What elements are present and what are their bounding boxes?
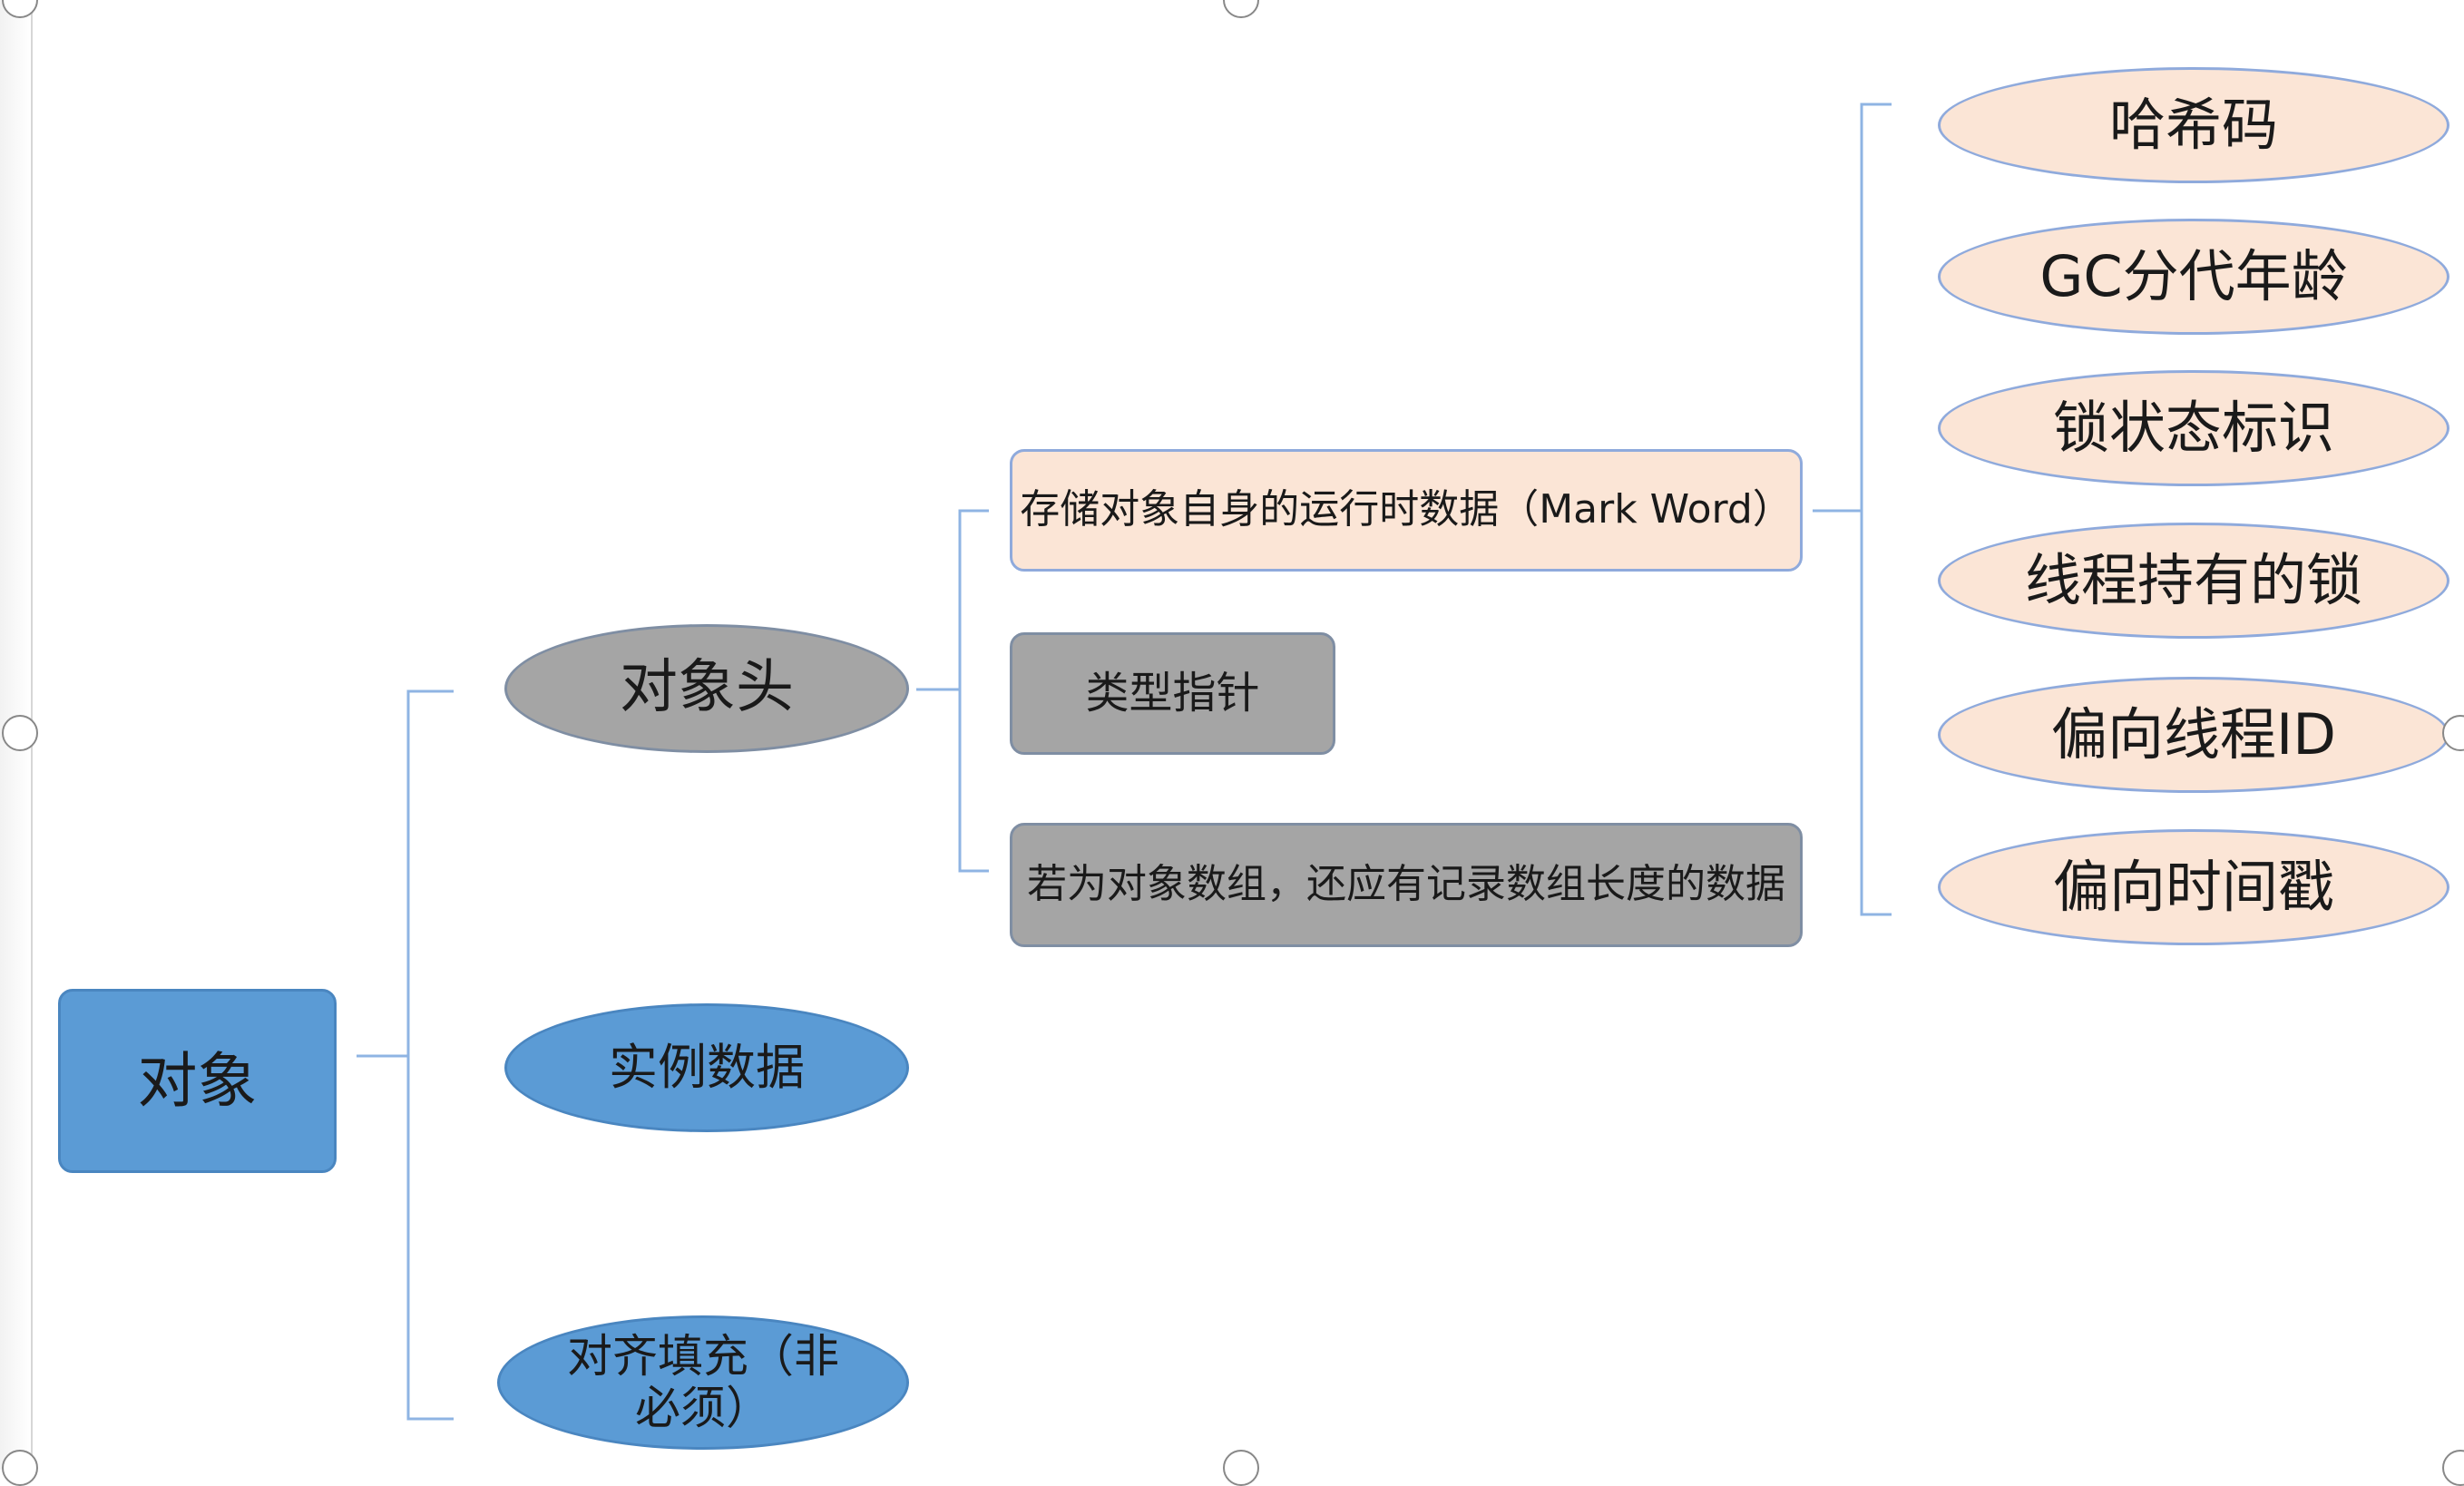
gc-age-label: GC分代年龄 [2039, 243, 2348, 310]
root-label: 对象 [137, 1045, 258, 1116]
mark-word-node[interactable]: 存储对象自身的运行时数据（Mark Word） [1010, 449, 1803, 572]
thread-lock-node[interactable]: 线程持有的锁 [1938, 523, 2449, 639]
object-header-node[interactable]: 对象头 [504, 624, 909, 753]
resize-handle-bottom-center[interactable] [1223, 1450, 1259, 1486]
resize-handle-middle-left[interactable] [2, 715, 38, 751]
mark-word-label: 存储对象自身的运行时数据（Mark Word） [1020, 486, 1793, 533]
bracket-markword [1813, 103, 1892, 916]
padding-node[interactable]: 对齐填充（非必须） [497, 1315, 909, 1450]
instance-data-node[interactable]: 实例数据 [504, 1003, 909, 1132]
root-node[interactable]: 对象 [58, 989, 337, 1173]
biased-thread-id-label: 偏向线程ID [2050, 701, 2337, 768]
lock-state-label: 锁状态标识 [2052, 395, 2334, 462]
resize-handle-bottom-left[interactable] [2, 1450, 38, 1486]
biased-thread-id-node[interactable]: 偏向线程ID [1938, 677, 2449, 793]
biased-timestamp-node[interactable]: 偏向时间戳 [1938, 829, 2449, 945]
biased-timestamp-label: 偏向时间戳 [2052, 854, 2334, 921]
instance-data-label: 实例数据 [609, 1038, 805, 1096]
padding-label: 对齐填充（非必须） [567, 1329, 839, 1434]
thread-lock-label: 线程持有的锁 [2024, 547, 2362, 614]
lock-state-node[interactable]: 锁状态标识 [1938, 370, 2449, 486]
object-header-label: 对象头 [620, 654, 794, 722]
type-pointer-node[interactable]: 类型指针 [1010, 632, 1335, 755]
gc-age-node[interactable]: GC分代年龄 [1938, 219, 2449, 335]
hash-code-node[interactable]: 哈希码 [1938, 67, 2449, 183]
type-pointer-label: 类型指针 [1085, 667, 1260, 719]
array-length-label: 若为对象数组，还应有记录数组长度的数据 [1027, 861, 1785, 908]
bracket-root [357, 689, 454, 1421]
array-length-node[interactable]: 若为对象数组，还应有记录数组长度的数据 [1010, 823, 1803, 947]
bracket-header [916, 509, 989, 873]
hash-code-label: 哈希码 [2108, 92, 2278, 159]
